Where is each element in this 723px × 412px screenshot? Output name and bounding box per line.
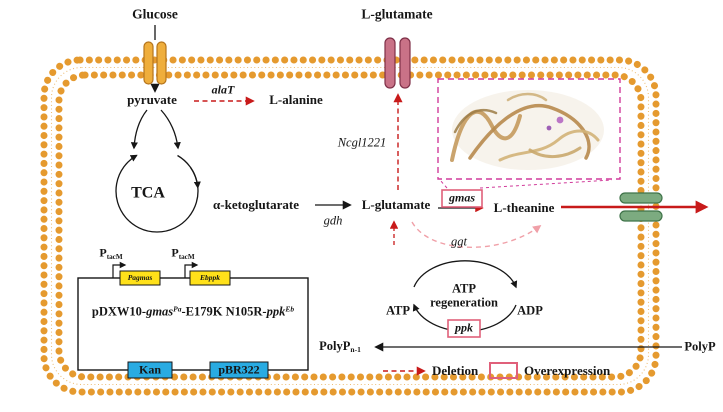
gmas-overexpression-box [441,189,483,208]
pbr322-label: pBR322 [218,362,260,377]
atp-regeneration-line1: ATP [451,281,477,296]
gmas-gene-label: gmas [448,190,476,205]
promoter-arrow-1 [112,261,127,278]
promoter-arrow-2 [184,261,199,278]
ggt-deletion-path [411,221,542,248]
gene-cassette-box-1 [119,270,161,286]
cell-membrane [40,56,660,396]
plasmid-name-middle: -E179K N105R- [181,304,267,319]
l-theanine-label: L-theanine [493,199,555,215]
plasmid-gene1: gmas [146,304,174,319]
cassette1-label: Pagmas [127,272,153,282]
l-alanine-label: L-alanine [269,91,323,107]
promoter1-subscript: tacM [106,252,123,261]
glutamate-exporter-icon [384,37,411,89]
legend-overexpression-box [489,362,518,379]
adp-label: ADP [517,303,543,318]
ligand-dot [556,116,564,124]
promoter1-base: P [99,245,107,260]
glucose-transporter-icon [143,41,167,85]
alpha-ketoglutarate-label: α-ketoglutarate [213,196,299,212]
tca-cycle-arrows [115,109,201,233]
alaT-gene-label: alaT [211,82,235,97]
gdh-gene-label: gdh [323,213,343,228]
promoter2-base: P [171,245,179,260]
plasmid-gene2: ppk [266,304,286,319]
promoter2-subscript: tacM [178,252,195,261]
legend-overexpression-label: Overexpression [524,362,611,378]
l-glutamate-external-label: L-glutamate [361,6,433,22]
kan-marker-box [127,361,173,379]
legend-deletion-label: Deletion [432,362,479,378]
protein-structure-zoom-box [437,78,621,180]
cassette2-label: Ebppk [199,272,221,282]
zoom-callout-lines [439,179,613,189]
atp-label: ATP [385,303,411,318]
plasmid-name-prefix: pDXW10- [91,304,147,319]
plasmid-gene1-superscript: Pa [173,304,182,314]
atp-regeneration-label: ATP regeneration [430,281,498,310]
atp-regeneration-line2: regeneration [430,295,498,309]
kan-marker-label: Kan [138,362,162,377]
gene-cassette-box-2 [189,270,231,286]
ncgl1221-gene-label: Ncgl1221 [337,135,387,150]
ppk-overexpression-box [447,319,481,338]
promoter-label-1: PtacM [99,246,122,261]
promoter-label-2: PtacM [171,246,194,261]
ligand-dot [546,125,552,131]
pbr322-box [209,361,269,379]
l-glutamate-internal-label: L-glutamate [361,196,431,212]
theanine-exporter-icon [619,192,663,222]
pyruvate-label: pyruvate [127,91,177,107]
glucose-label: Glucose [132,6,178,22]
tca-cycle-label: TCA [131,184,165,202]
polyp-external-label: PolyP [684,339,716,354]
plasmid-name-label: pDXW10-gmasPa-E179K N105R-ppkEb [92,305,294,319]
polyp-n1-base: PolyP [319,338,351,353]
plasmid-map [77,261,309,379]
ppk-gene-label: ppk [455,320,473,335]
polyp-n1-label: PolyPn-1 [319,338,361,355]
protein-ribbons [450,92,600,162]
ggt-gene-label: ggt [451,234,467,249]
polyp-n1-subscript: n-1 [350,345,361,355]
plasmid-gene2-superscript: Eb [285,304,295,314]
